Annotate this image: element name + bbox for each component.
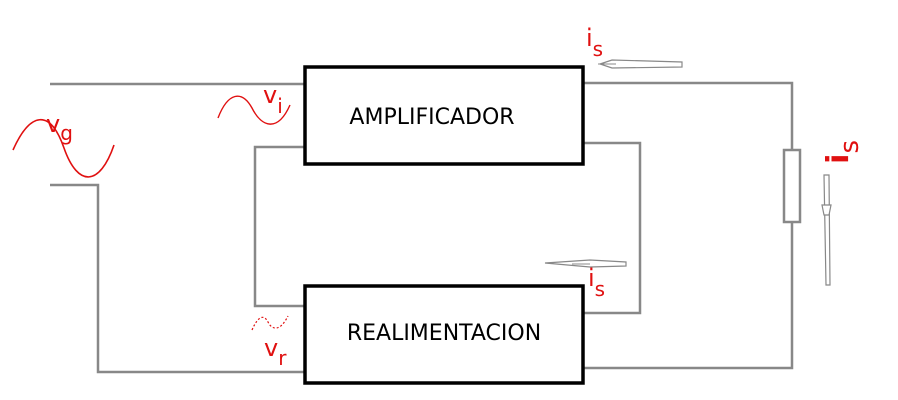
output-sense-wire [583,141,642,315]
load-top-wire [583,81,794,150]
feedback-block: REALIMENTACION [303,284,585,385]
current-arrow-top-icon [598,59,683,69]
load-bottom-wire [583,222,794,370]
input-feedback-wire [253,145,305,308]
source-return-wire [50,183,305,374]
amplifier-block: AMPLIFICADOR [303,65,585,166]
is-right-label: is [821,140,865,164]
is-mid-label: is [588,264,605,301]
input-sine-wave-icon [217,95,291,125]
vi-label: vi [263,81,283,118]
is-top-label: is [586,24,603,61]
feedback-label: REALIMENTACION [347,321,541,346]
feedback-dotted-sine-wave-icon [251,315,289,331]
current-arrow-right-icon [821,174,832,286]
vr-label: vr [264,334,287,370]
current-arrow-mid-icon [544,259,627,268]
load-resistor-icon [782,148,802,224]
source-sine-wave-icon [12,118,115,178]
amplifier-label: AMPLIFICADOR [349,105,514,130]
circuit-wires [50,81,794,374]
vg-label: vg [46,110,73,145]
